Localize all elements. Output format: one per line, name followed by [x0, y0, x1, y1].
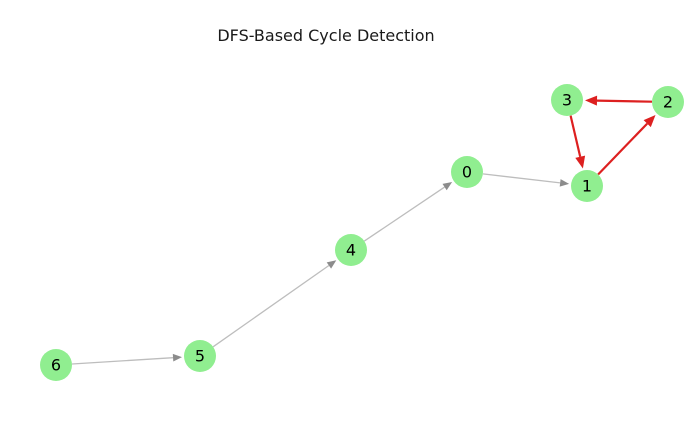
node-label-5: 5	[195, 347, 205, 366]
node-label-0: 0	[462, 163, 472, 182]
arrowhead-3-1	[575, 155, 586, 169]
edge-6-5	[71, 357, 174, 365]
node-label-6: 6	[51, 356, 61, 375]
node-2	[652, 86, 684, 118]
node-label-1: 1	[582, 177, 592, 196]
arrowhead-4-0	[442, 182, 453, 191]
edge-2-3	[596, 99, 653, 103]
node-0	[451, 156, 483, 188]
edge-3-1	[569, 115, 582, 158]
arrowhead-0-1	[559, 179, 570, 187]
chart-title: DFS-Based Cycle Detection	[217, 26, 435, 45]
arrowhead-2-3	[585, 95, 598, 106]
edge-0-1	[482, 173, 561, 184]
node-3	[551, 84, 583, 116]
node-label-2: 2	[663, 93, 673, 112]
node-6	[40, 349, 72, 381]
edge-5-4	[212, 264, 330, 348]
arrowhead-5-4	[326, 260, 337, 269]
node-label-4: 4	[346, 241, 356, 260]
arrowhead-6-5	[172, 353, 182, 362]
node-1	[571, 170, 603, 202]
node-label-3: 3	[562, 91, 572, 110]
node-5	[184, 340, 216, 372]
edge-4-0	[363, 186, 445, 242]
arrowhead-1-2	[643, 115, 656, 128]
node-4	[335, 234, 367, 266]
edge-1-2	[597, 122, 648, 176]
